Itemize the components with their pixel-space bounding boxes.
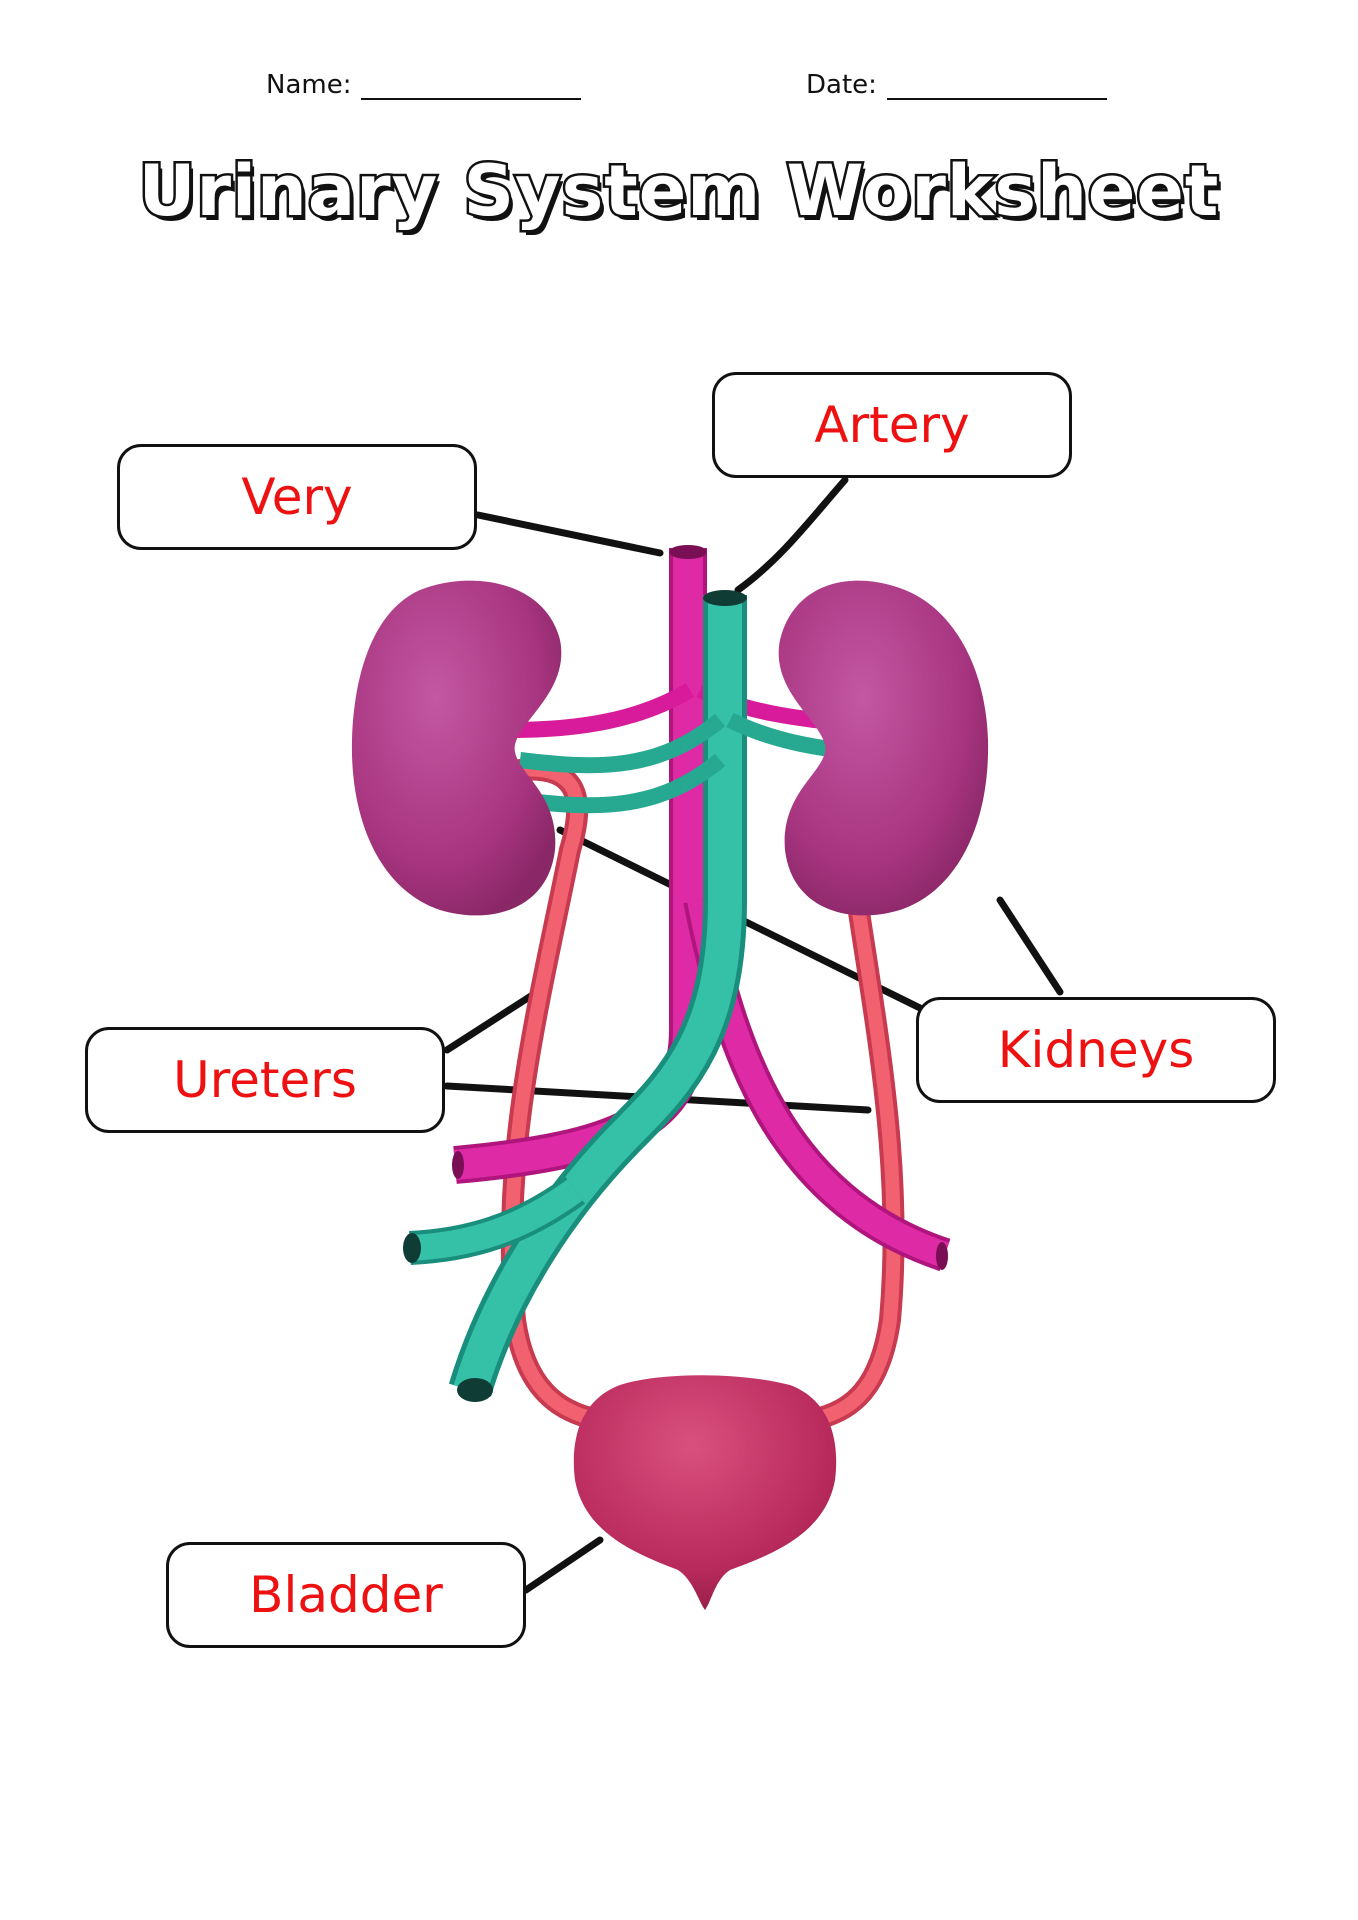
label-box-ureters: Ureters <box>85 1027 445 1133</box>
left-kidney <box>351 580 562 916</box>
date-blank-line[interactable] <box>886 74 1107 100</box>
leader-line-bladder <box>522 1536 604 1594</box>
name-label: Name: <box>266 70 352 100</box>
label-box-kidneys: Kidneys <box>916 997 1276 1103</box>
leader-line-artery <box>734 476 849 594</box>
label-box-bladder: Bladder <box>166 1542 526 1648</box>
label-box-very: Very <box>117 444 477 550</box>
leader-line-kidneys-1 <box>996 896 1064 996</box>
vein-right-end <box>936 1242 948 1270</box>
leader-line-very <box>474 511 664 557</box>
vein-top-opening <box>669 545 707 559</box>
artery-left-end <box>403 1233 421 1263</box>
name-blank-line[interactable] <box>361 74 582 100</box>
date-field[interactable]: Date: <box>806 70 1107 100</box>
left-renal-vein <box>509 683 695 738</box>
artery-trunk-fill <box>453 595 742 1395</box>
aorta <box>403 590 907 1402</box>
left-renal-artery-upper <box>519 713 726 774</box>
label-box-artery: Artery <box>712 372 1072 478</box>
right-kidney <box>778 580 989 916</box>
left-renal-artery-lower <box>519 753 726 814</box>
worksheet-title: Urinary System Worksheet <box>136 148 1221 235</box>
name-field[interactable]: Name: <box>266 70 582 100</box>
artery-left-branch-fill <box>409 1179 583 1261</box>
artery-bottom-end <box>457 1378 493 1402</box>
bladder <box>573 1375 837 1610</box>
artery-top-opening <box>703 590 747 606</box>
date-label: Date: <box>806 70 877 100</box>
vein-left-end <box>452 1151 464 1179</box>
